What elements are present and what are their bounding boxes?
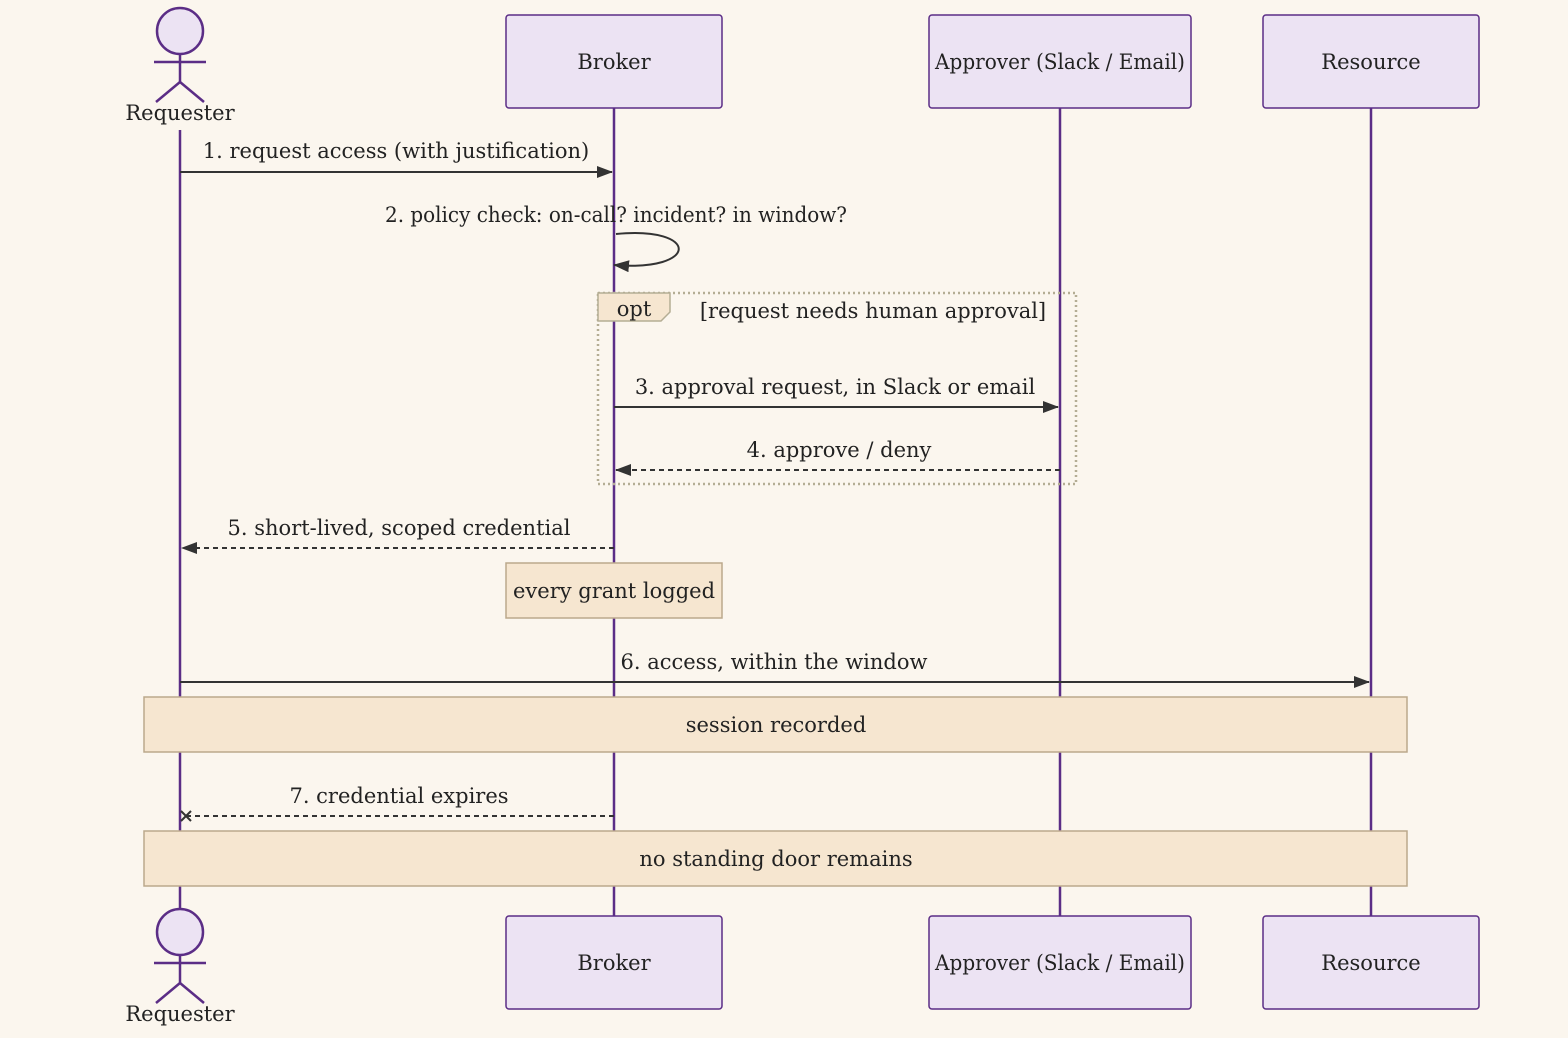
frame-tag xyxy=(597,292,671,322)
actor-leg-right xyxy=(179,982,205,1004)
actor-head-icon xyxy=(155,6,205,56)
participant-label: Approver (Slack / Email) xyxy=(934,951,1185,975)
participant-box xyxy=(505,915,723,1010)
participant-requester-bottom: Requester xyxy=(125,907,236,1026)
message-label: 3. approval request, in Slack or email xyxy=(635,375,1036,399)
participant-approver-top: Approver (Slack / Email) xyxy=(928,14,1192,109)
actor-head-icon xyxy=(155,907,205,957)
note-label: session recorded xyxy=(686,713,867,737)
message-5: 5. short-lived, scoped credential xyxy=(181,516,614,554)
participant-label: Requester xyxy=(125,1002,235,1026)
message-label: 6. access, within the window xyxy=(620,650,927,674)
message-3: 3. approval request, in Slack or email xyxy=(614,375,1059,413)
note-box xyxy=(143,696,1408,753)
note-session-recorded: session recorded xyxy=(143,696,1408,753)
message-label: 5. short-lived, scoped credential xyxy=(228,516,571,540)
actor-leg-left xyxy=(155,81,181,103)
participant-broker-bottom: Broker xyxy=(505,915,723,1010)
participant-approver-bottom: Approver (Slack / Email) xyxy=(928,915,1192,1010)
message-arrow xyxy=(613,232,680,273)
note-box xyxy=(143,830,1408,887)
participant-box xyxy=(505,14,723,109)
note-every-grant-logged: every grant logged xyxy=(505,562,723,619)
participant-label: Broker xyxy=(577,951,651,975)
participant-broker-top: Broker xyxy=(505,14,723,109)
participant-resource-top: Resource xyxy=(1262,14,1480,109)
note-box xyxy=(505,562,723,619)
frame-tag-label: opt xyxy=(617,297,652,321)
participant-box xyxy=(928,915,1192,1010)
participant-box xyxy=(1262,915,1480,1010)
actor-leg-left xyxy=(155,982,181,1004)
message-label: 7. credential expires xyxy=(289,784,508,808)
message-label: 2. policy check: on-call? incident? in w… xyxy=(385,203,847,227)
participant-label: Resource xyxy=(1321,50,1420,74)
message-7: 7. credential expires xyxy=(180,784,614,822)
note-label: no standing door remains xyxy=(639,847,912,871)
message-label: 1. request access (with justification) xyxy=(203,139,589,163)
frame-condition: [request needs human approval] xyxy=(700,299,1046,323)
message-6: 6. access, within the window xyxy=(180,650,1370,688)
participant-box xyxy=(928,14,1192,109)
actor-leg-right xyxy=(179,81,205,103)
message-2: 2. policy check: on-call? incident? in w… xyxy=(385,203,847,273)
participant-resource-bottom: Resource xyxy=(1262,915,1480,1010)
opt-frame: opt [request needs human approval] xyxy=(596,291,1078,486)
participant-requester-top: Requester xyxy=(125,6,236,125)
note-label: every grant logged xyxy=(513,579,715,603)
message-label: 4. approve / deny xyxy=(747,438,932,462)
message-4: 4. approve / deny xyxy=(615,438,1060,476)
participant-label: Requester xyxy=(125,101,235,125)
participant-box xyxy=(1262,14,1480,109)
note-no-standing-door: no standing door remains xyxy=(143,830,1408,887)
message-1: 1. request access (with justification) xyxy=(180,139,613,178)
cross-icon xyxy=(180,810,192,822)
participant-label: Resource xyxy=(1321,951,1420,975)
participant-label: Broker xyxy=(577,50,651,74)
participant-label: Approver (Slack / Email) xyxy=(934,50,1185,74)
